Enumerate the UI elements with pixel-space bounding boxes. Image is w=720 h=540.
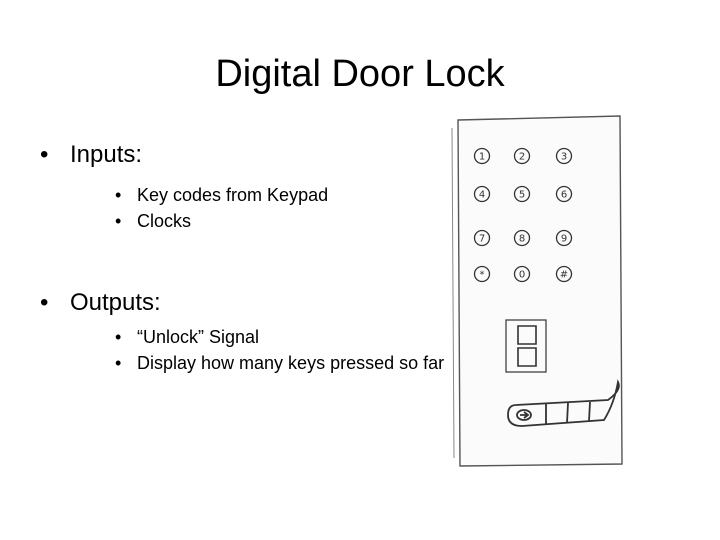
keypad-key-label: 3 [561,152,567,163]
bullet-outputs-heading: Outputs: [40,288,460,318]
keypad-key-label: 2 [519,152,525,163]
bullet-list: Inputs: Key codes from Keypad Clocks Out… [40,140,460,376]
keypad-key-label: # [560,270,568,281]
keypad-key: 1 [473,147,491,165]
keypad-key-label: 6 [561,190,567,201]
keypad-key: # [555,265,573,283]
keypad-key-label: 4 [479,190,485,201]
keypad-sketch: 1 2 3 4 5 6 7 8 9 * 0 # [438,108,626,470]
bullet-inputs-heading: Inputs: [40,140,460,170]
keypad-key: 6 [555,185,573,203]
keypad-key: * [473,265,491,283]
digit-display [505,319,547,373]
bullet-input-keycodes: Key codes from Keypad [115,182,460,208]
keypad-key: 5 [513,185,531,203]
keypad-key-label: * [480,270,485,281]
bullet-input-clocks: Clocks [115,208,460,234]
keypad-key-label: 8 [519,234,525,245]
bullet-output-unlock: “Unlock” Signal [115,324,460,350]
keypad-key-label: 0 [519,270,525,281]
keypad-key: 2 [513,147,531,165]
bullet-output-display-count: Display how many keys pressed so far [115,350,467,376]
keypad-key: 0 [513,265,531,283]
door-handle-sketch [507,379,620,427]
keypad-key-label: 7 [479,234,485,245]
keypad-key: 3 [555,147,573,165]
keypad-key-label: 1 [479,152,485,163]
slide-title: Digital Door Lock [215,53,505,95]
keypad-panel-outline [457,115,623,467]
keypad-key-label: 9 [561,234,567,245]
keypad-key: 4 [473,185,491,203]
keypad-key: 7 [473,229,491,247]
keypad-key: 9 [555,229,573,247]
keypad-key: 8 [513,229,531,247]
keypad-key-label: 5 [519,190,525,201]
